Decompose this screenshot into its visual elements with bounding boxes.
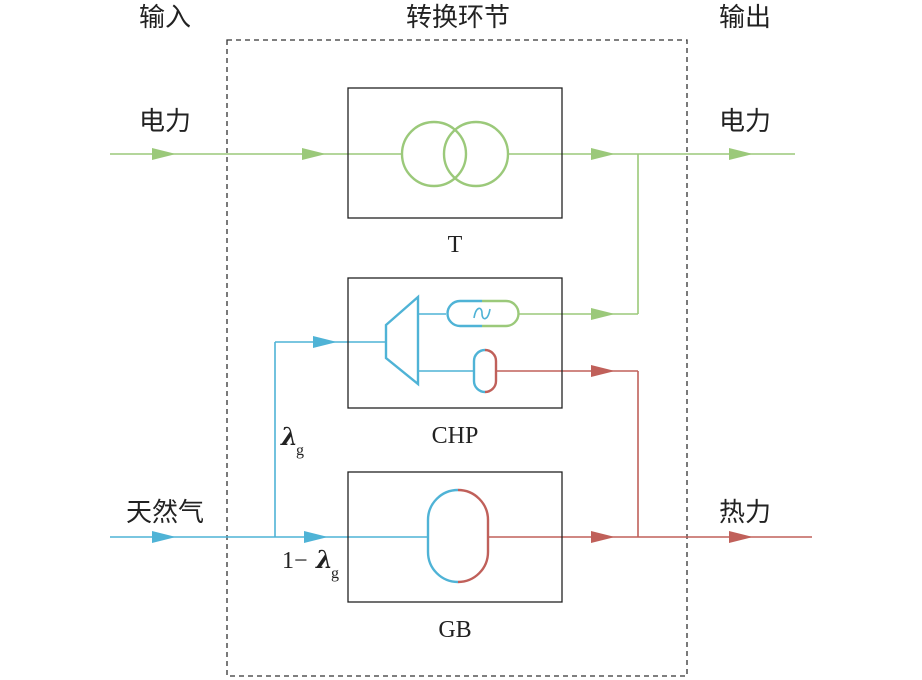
heat-recovery-icon bbox=[472, 348, 486, 394]
one-minus-text: 1− bbox=[282, 548, 308, 574]
transformer-coil-icon bbox=[442, 120, 510, 188]
generator-icon-right bbox=[482, 299, 520, 328]
arrow-icon bbox=[729, 148, 753, 160]
transformer-unit bbox=[347, 87, 563, 219]
lambda-subscript-2: g bbox=[331, 565, 339, 582]
lambda-symbol-2: λ bbox=[315, 545, 333, 574]
arrow-icon bbox=[304, 531, 328, 543]
gas-arrows bbox=[152, 336, 337, 543]
transformer-coil-icon bbox=[400, 120, 468, 188]
sine-wave-icon bbox=[473, 307, 491, 320]
heat-recovery-icon-right bbox=[484, 348, 498, 394]
lambda-subscript: g bbox=[296, 442, 304, 459]
conversion-boundary bbox=[226, 39, 688, 677]
electricity-arrows bbox=[152, 148, 753, 320]
arrow-icon bbox=[591, 365, 615, 377]
boiler-icon-right bbox=[457, 488, 490, 584]
transformer-label: T bbox=[448, 232, 463, 258]
transformer-box bbox=[347, 87, 563, 219]
header-output: 输出 bbox=[719, 3, 771, 33]
input-gas-label: 天然气 bbox=[126, 498, 204, 528]
boiler-icon bbox=[426, 488, 459, 584]
heat-arrows bbox=[591, 365, 753, 543]
gas-boiler-unit bbox=[347, 471, 563, 603]
gas-turbine-icon bbox=[384, 294, 420, 387]
lambda-symbol: λ bbox=[280, 422, 298, 451]
chp-box bbox=[347, 277, 563, 409]
arrow-icon bbox=[313, 336, 337, 348]
output-electricity-label: 电力 bbox=[719, 107, 771, 137]
arrow-icon bbox=[591, 148, 615, 160]
chp-label: CHP bbox=[432, 423, 479, 449]
arrow-icon bbox=[302, 148, 326, 160]
header-conversion: 转换环节 bbox=[406, 3, 510, 33]
header-input: 输入 bbox=[139, 3, 191, 33]
arrow-icon bbox=[152, 531, 176, 543]
arrow-icon bbox=[591, 308, 615, 320]
arrow-icon bbox=[729, 531, 753, 543]
one-minus-lambda-label: 1− λ g bbox=[282, 545, 339, 582]
gas-boiler-label: GB bbox=[438, 617, 471, 643]
generator-icon bbox=[446, 299, 482, 328]
input-electricity-label: 电力 bbox=[139, 107, 191, 137]
output-heat-label: 热力 bbox=[719, 498, 771, 528]
arrow-icon bbox=[591, 531, 615, 543]
arrow-icon bbox=[152, 148, 176, 160]
gas-boiler-box bbox=[347, 471, 563, 603]
lambda-label: λ g bbox=[280, 422, 304, 459]
chp-unit bbox=[347, 277, 563, 409]
